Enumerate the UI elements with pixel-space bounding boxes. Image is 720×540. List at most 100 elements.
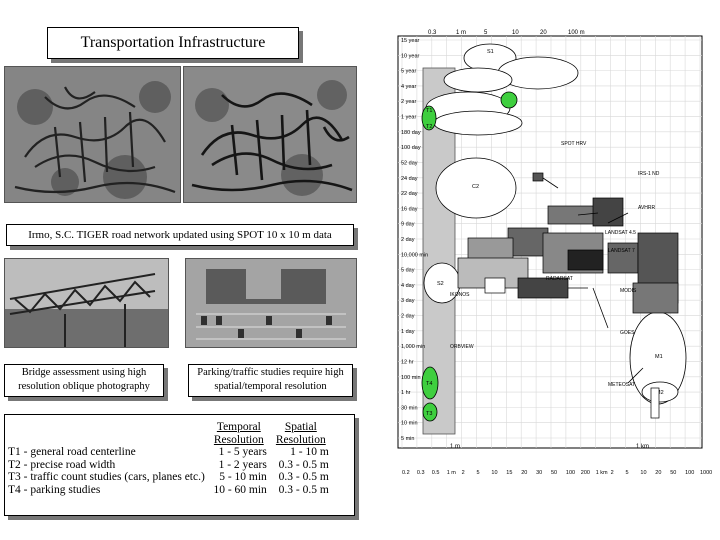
label-orbview: ORBVIEW [450, 344, 474, 350]
tiger-caption: Irmo, S.C. TIGER road network updated us… [6, 224, 354, 246]
bottom-axis-1km: 1 km [636, 444, 649, 450]
road-network-image [5, 67, 180, 202]
bottom-tick-label: 5 [626, 470, 629, 476]
ellipse-t2 [421, 105, 437, 131]
bottom-tick-label: 5 [477, 470, 480, 476]
page-title: Transportation Infrastructure [47, 27, 299, 59]
ellipse-s1-wide [443, 67, 513, 93]
label-goes: GOES [620, 330, 635, 336]
left-tick-label: 15 year [401, 38, 420, 44]
table-row: T3 - traffic count studies (cars, planes… [8, 471, 329, 483]
parking-photo [185, 258, 357, 348]
left-tick-label: 100 day [401, 145, 421, 151]
label-avhrr: AVHRR [638, 205, 656, 211]
sensor-box [632, 282, 679, 314]
bridge-image [5, 259, 168, 347]
tiger-road-image-after [183, 66, 357, 203]
label-irs: IRS-1 ND [638, 171, 660, 177]
resolution-table: Temporal Resolution Spatial Resolution T… [5, 421, 332, 496]
bottom-axis-1m: 1 m [450, 444, 460, 450]
left-tick-label: 24 day [401, 176, 418, 182]
top-tick-label: 10 [512, 30, 519, 36]
left-tick-label: 1,000 min [401, 344, 425, 350]
left-tick-label: 2 day [401, 237, 415, 243]
left-tick-label: 22 day [401, 191, 418, 197]
label-s1: S1 [487, 49, 494, 55]
left-tick-label: 30 min [401, 405, 418, 411]
left-tick-label: 5 min [401, 436, 414, 442]
ellipse-t3 [422, 402, 438, 422]
left-tick-label: 180 day [401, 130, 421, 136]
top-tick-label: 20 [540, 30, 547, 36]
top-tick-label: 1 m [456, 30, 466, 36]
bottom-tick-label: 0.5 [432, 470, 440, 476]
label-t1: T1 [426, 108, 432, 114]
bottom-tick-label: 10 [491, 470, 497, 476]
ellipse-c2 [435, 157, 517, 219]
tiger-road-image-before [4, 66, 181, 203]
top-tick-label: 0.3 [428, 30, 437, 36]
bottom-tick-label: 30 [536, 470, 542, 476]
ellipse-green [500, 91, 518, 109]
sensor-box [650, 387, 660, 419]
label-radarsat: RADARSAT [546, 276, 573, 282]
label-ikonos: IKONOS [450, 292, 470, 298]
label-landsat45: LANDSAT 4.5 [605, 230, 636, 236]
table-row: T2 - precise road width 1 - 2 years 0.3 … [8, 458, 329, 471]
label-t2: T2 [426, 124, 432, 130]
bottom-tick-label: 100 [685, 470, 694, 476]
bridge-photo [4, 258, 169, 348]
bottom-tick-label: 100 [566, 470, 575, 476]
bottom-tick-label: 0.3 [417, 470, 425, 476]
left-tick-label: 5 day [401, 268, 415, 274]
label-m2: M2 [656, 390, 664, 396]
road-network-image [184, 67, 356, 202]
left-tick-label: 9 day [401, 222, 415, 228]
sensor-box [547, 205, 599, 225]
left-tick-label: 4 day [401, 283, 415, 289]
left-tick-label: 3 day [401, 298, 415, 304]
bridge-caption: Bridge assessment using high resolution … [4, 364, 164, 397]
table-row: T4 - parking studies 10 - 60 min 0.3 - 0… [8, 483, 329, 496]
ellipse-c1-low [433, 110, 523, 136]
table-row: T1 - general road centerline 1 - 5 years… [8, 446, 329, 458]
left-tick-label: 1 year [401, 115, 416, 121]
left-tick-label: 12 hr [401, 359, 414, 365]
bottom-tick-label: 1 km [596, 470, 608, 476]
left-tick-label: 10 min [401, 421, 418, 427]
bottom-tick-label: 1 m [447, 470, 457, 476]
bottom-tick-label: 2 [462, 470, 465, 476]
label-t4: T4 [426, 381, 432, 387]
left-tick-label: 5 year [401, 69, 416, 75]
left-tick-label: 1 day [401, 329, 415, 335]
parking-image [186, 259, 356, 347]
label-meteosat: METEOSAT [608, 382, 635, 388]
sensor-box [567, 249, 604, 271]
label-modis: MODIS [620, 288, 637, 294]
label-landsat7: LANDSAT 7 [608, 248, 635, 254]
bottom-tick-label: 50 [551, 470, 557, 476]
bottom-tick-label: 15 [506, 470, 512, 476]
left-tick-label: 52 day [401, 160, 418, 166]
bottom-tick-label: 20 [655, 470, 661, 476]
left-tick-label: 100 min [401, 375, 421, 381]
left-tick-label: 1 hr [401, 390, 411, 396]
bottom-tick-label: 2 [611, 470, 614, 476]
left-tick-label: 16 day [401, 206, 418, 212]
bottom-tick-label: 0.2 [402, 470, 410, 476]
bottom-tick-label: 200 [581, 470, 590, 476]
sensor-box [507, 227, 549, 257]
sensor-box [457, 257, 529, 289]
bottom-tick-label: 10 [640, 470, 646, 476]
label-s2: S2 [437, 281, 444, 287]
left-tick-label: 10 year [401, 53, 420, 59]
temporal-header: Temporal Resolution [213, 421, 264, 446]
resolution-table-box: Temporal Resolution Spatial Resolution T… [4, 414, 355, 516]
top-tick-label: 5 [484, 30, 488, 36]
sensor-box [532, 172, 544, 182]
top-tick-label: 100 m [568, 30, 585, 36]
left-tick-label: 10,000 min [401, 252, 428, 258]
ellipse-t4 [421, 366, 439, 400]
label-m1: M1 [655, 354, 663, 360]
